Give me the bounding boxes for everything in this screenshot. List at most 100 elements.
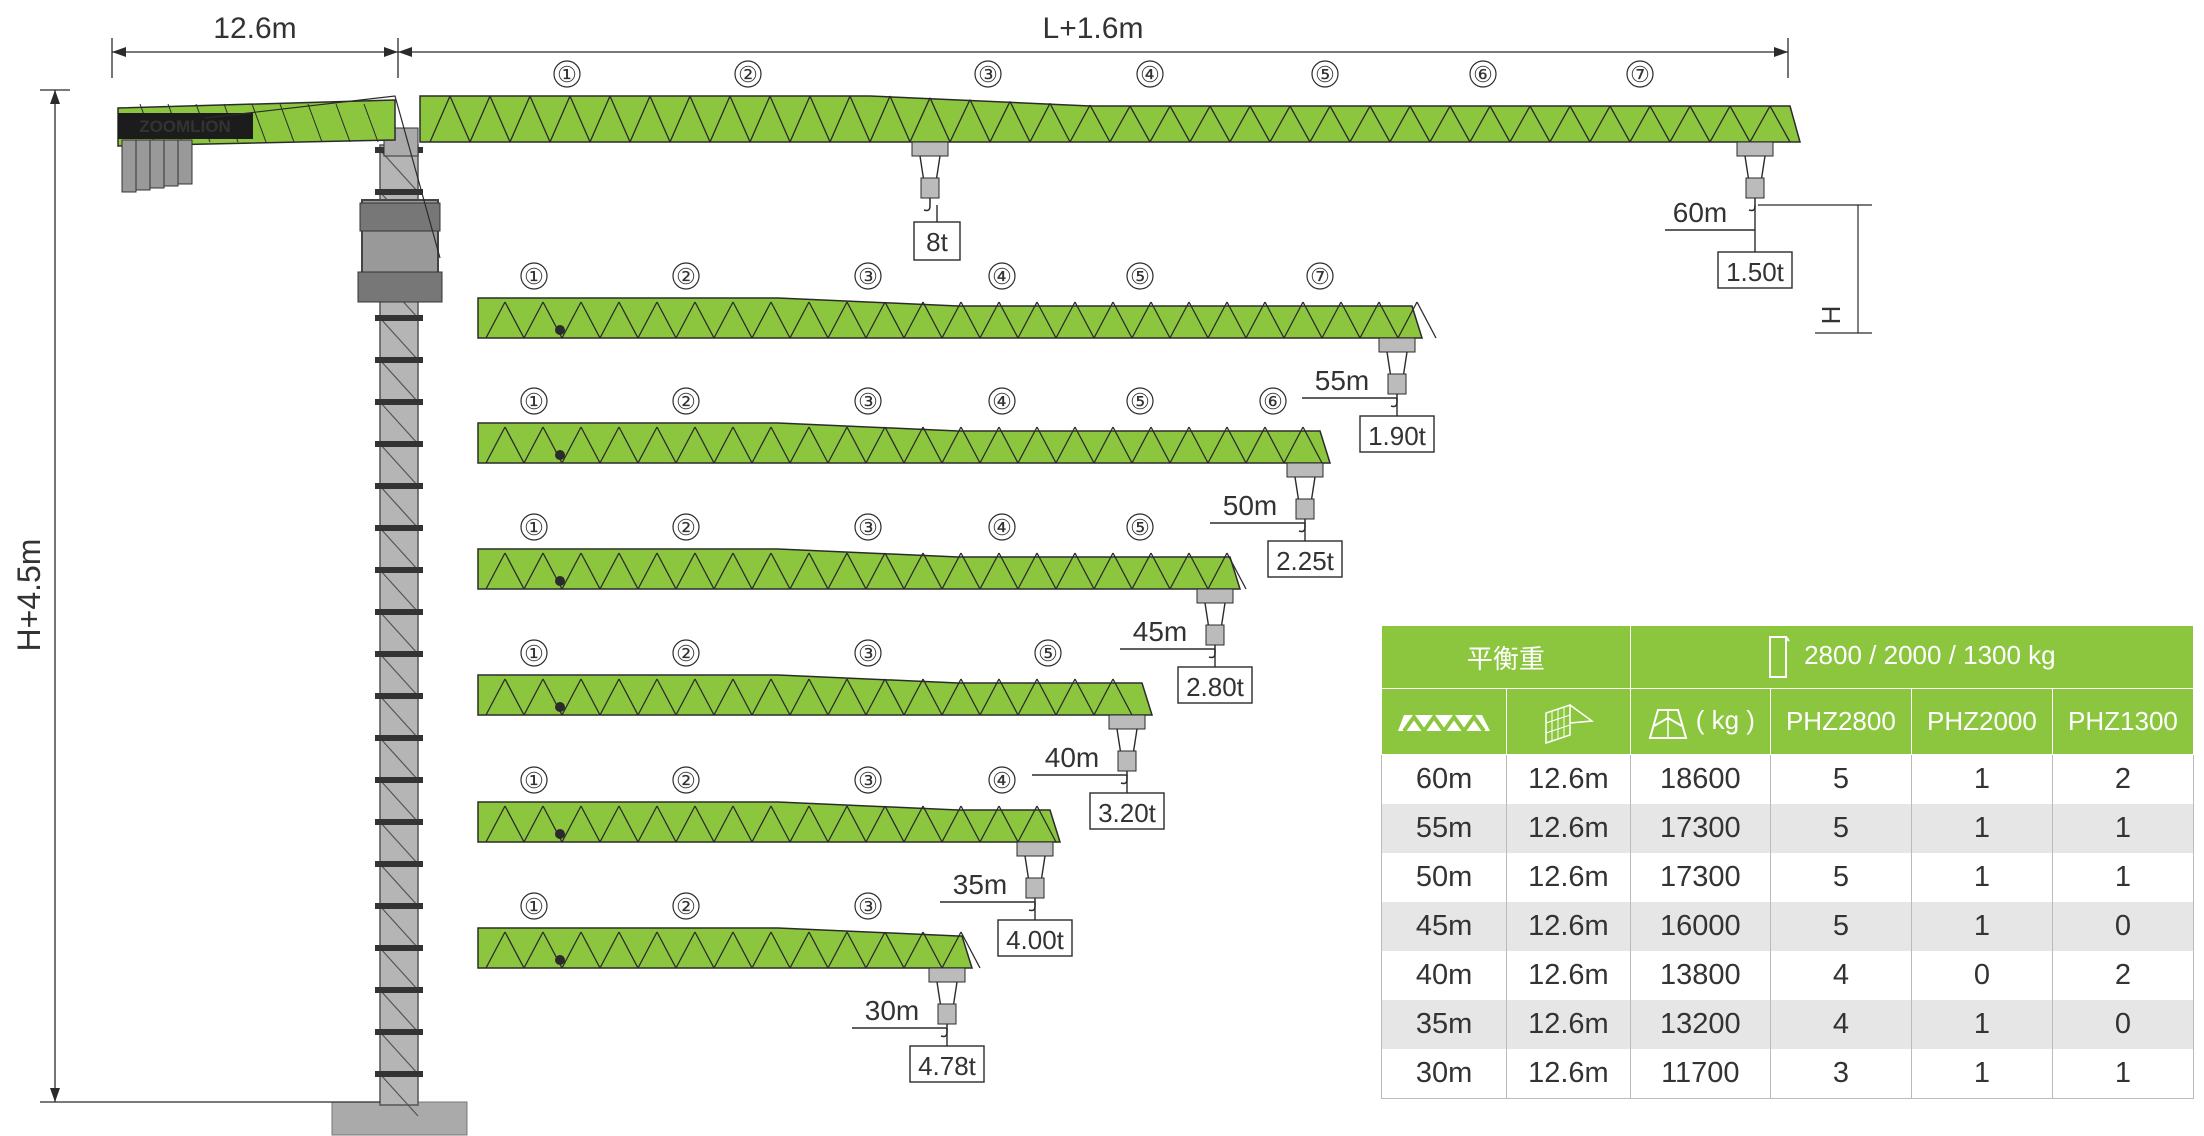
section-number-circle [553, 60, 581, 88]
counterweight-slab [121, 139, 137, 193]
jib-brace [1283, 426, 1304, 464]
jib-brace [713, 931, 734, 969]
weight-header: 2800 / 2000 / 1300 kg [1629, 625, 2195, 689]
mast-brace [379, 443, 419, 487]
mast-tie [375, 357, 423, 363]
load-value: 2.25t [1276, 546, 1335, 576]
section-number-circle [854, 892, 882, 920]
jib-brace [1309, 105, 1331, 143]
jib-brace [1709, 105, 1731, 143]
trolley-body [1196, 588, 1234, 604]
jib-brace [1169, 552, 1190, 590]
jib-brace [1017, 678, 1038, 716]
load-value: 4.00t [1006, 925, 1065, 955]
table-cell: 12.6m [1506, 1000, 1631, 1049]
table-cell: 0 [2051, 1000, 2195, 1049]
section-number-circle [1126, 387, 1154, 415]
jib-brace [1036, 426, 1057, 464]
jib-brace [618, 426, 639, 464]
jib-brace [618, 678, 639, 716]
jib-brace [1074, 426, 1095, 464]
counterweight-slab [177, 139, 193, 185]
section-number: ② [676, 894, 696, 919]
jib-brace [580, 931, 601, 969]
jib-brace [1112, 301, 1133, 339]
jib-brace [827, 552, 848, 590]
section-number-circle [520, 513, 548, 541]
main-jib [419, 95, 1801, 143]
load-value: 4.78t [918, 1051, 977, 1081]
jib-brace [849, 95, 871, 143]
jib-brace [751, 931, 772, 969]
jib-brace [599, 678, 620, 716]
section-number: ⑤ [1130, 515, 1150, 540]
load-value: 2.80t [1186, 672, 1245, 702]
jib-brace [1302, 426, 1323, 464]
counter-jib-brace [307, 103, 323, 143]
jib-brace [694, 301, 715, 339]
jib-brace [504, 931, 525, 969]
table-cell: 12.6m [1506, 853, 1631, 902]
table-cell: 17300 [1629, 853, 1771, 902]
jib-brace [1207, 301, 1228, 339]
jib-brace [713, 426, 734, 464]
mast-tie [375, 567, 423, 573]
jib-brace [865, 426, 886, 464]
tip-load-value: 1.50t [1726, 257, 1785, 287]
section-number-circle [672, 766, 700, 794]
jib-brace [998, 552, 1019, 590]
mast-tie [375, 819, 423, 825]
jib-brace [1093, 301, 1114, 339]
table-cell: 50m [1380, 853, 1508, 902]
tip-load-box [1717, 251, 1793, 289]
jib-brace [827, 426, 848, 464]
jib-brace [1055, 426, 1076, 464]
jib-brace [599, 426, 620, 464]
jib-brace [770, 678, 791, 716]
jib-brace [549, 95, 571, 143]
jib-brace [770, 426, 791, 464]
section-number: ① [557, 62, 577, 87]
jib-brace [789, 805, 810, 843]
jib-brace [675, 426, 696, 464]
trolley-body [1378, 337, 1416, 353]
jib-brace [909, 97, 931, 143]
jib-brace [884, 426, 905, 464]
section-number-circle [734, 60, 762, 88]
trolley-hook [1378, 337, 1416, 408]
mast-brace [379, 149, 419, 193]
jib-brace [1017, 805, 1038, 843]
mast-tie [375, 441, 423, 447]
jib-brace [675, 678, 696, 716]
jib-brace [1017, 301, 1038, 339]
jib-brace [751, 678, 772, 716]
table-cell: 12.6m [1506, 1049, 1631, 1099]
jib-brace [1093, 552, 1114, 590]
section-number: ③ [858, 641, 878, 666]
section-number: ① [524, 515, 544, 540]
jib-brace [1189, 105, 1211, 143]
section-number: ① [524, 894, 544, 919]
jib-brace [637, 805, 658, 843]
section-number-circle [520, 766, 548, 794]
hook-height-label: H [1816, 306, 1846, 325]
jib-brace [1069, 104, 1091, 143]
section-number: ⑥ [1263, 389, 1283, 414]
mast-tie [375, 861, 423, 867]
table-cell: 5 [1769, 754, 1912, 804]
jib-brace [929, 97, 951, 143]
jib-brace [689, 95, 711, 143]
section-number: ② [676, 768, 696, 793]
mast-tie [375, 609, 423, 615]
mast-tie [375, 735, 423, 741]
jib-brace [960, 301, 981, 339]
table-cell: 12.6m [1506, 804, 1631, 853]
jib-brace [809, 95, 831, 143]
jib-brace [1109, 105, 1131, 143]
table-cell: 12.6m [1506, 951, 1631, 1000]
jib-brace [1469, 105, 1491, 143]
jib-brace [1188, 301, 1209, 339]
hook [1298, 519, 1306, 533]
